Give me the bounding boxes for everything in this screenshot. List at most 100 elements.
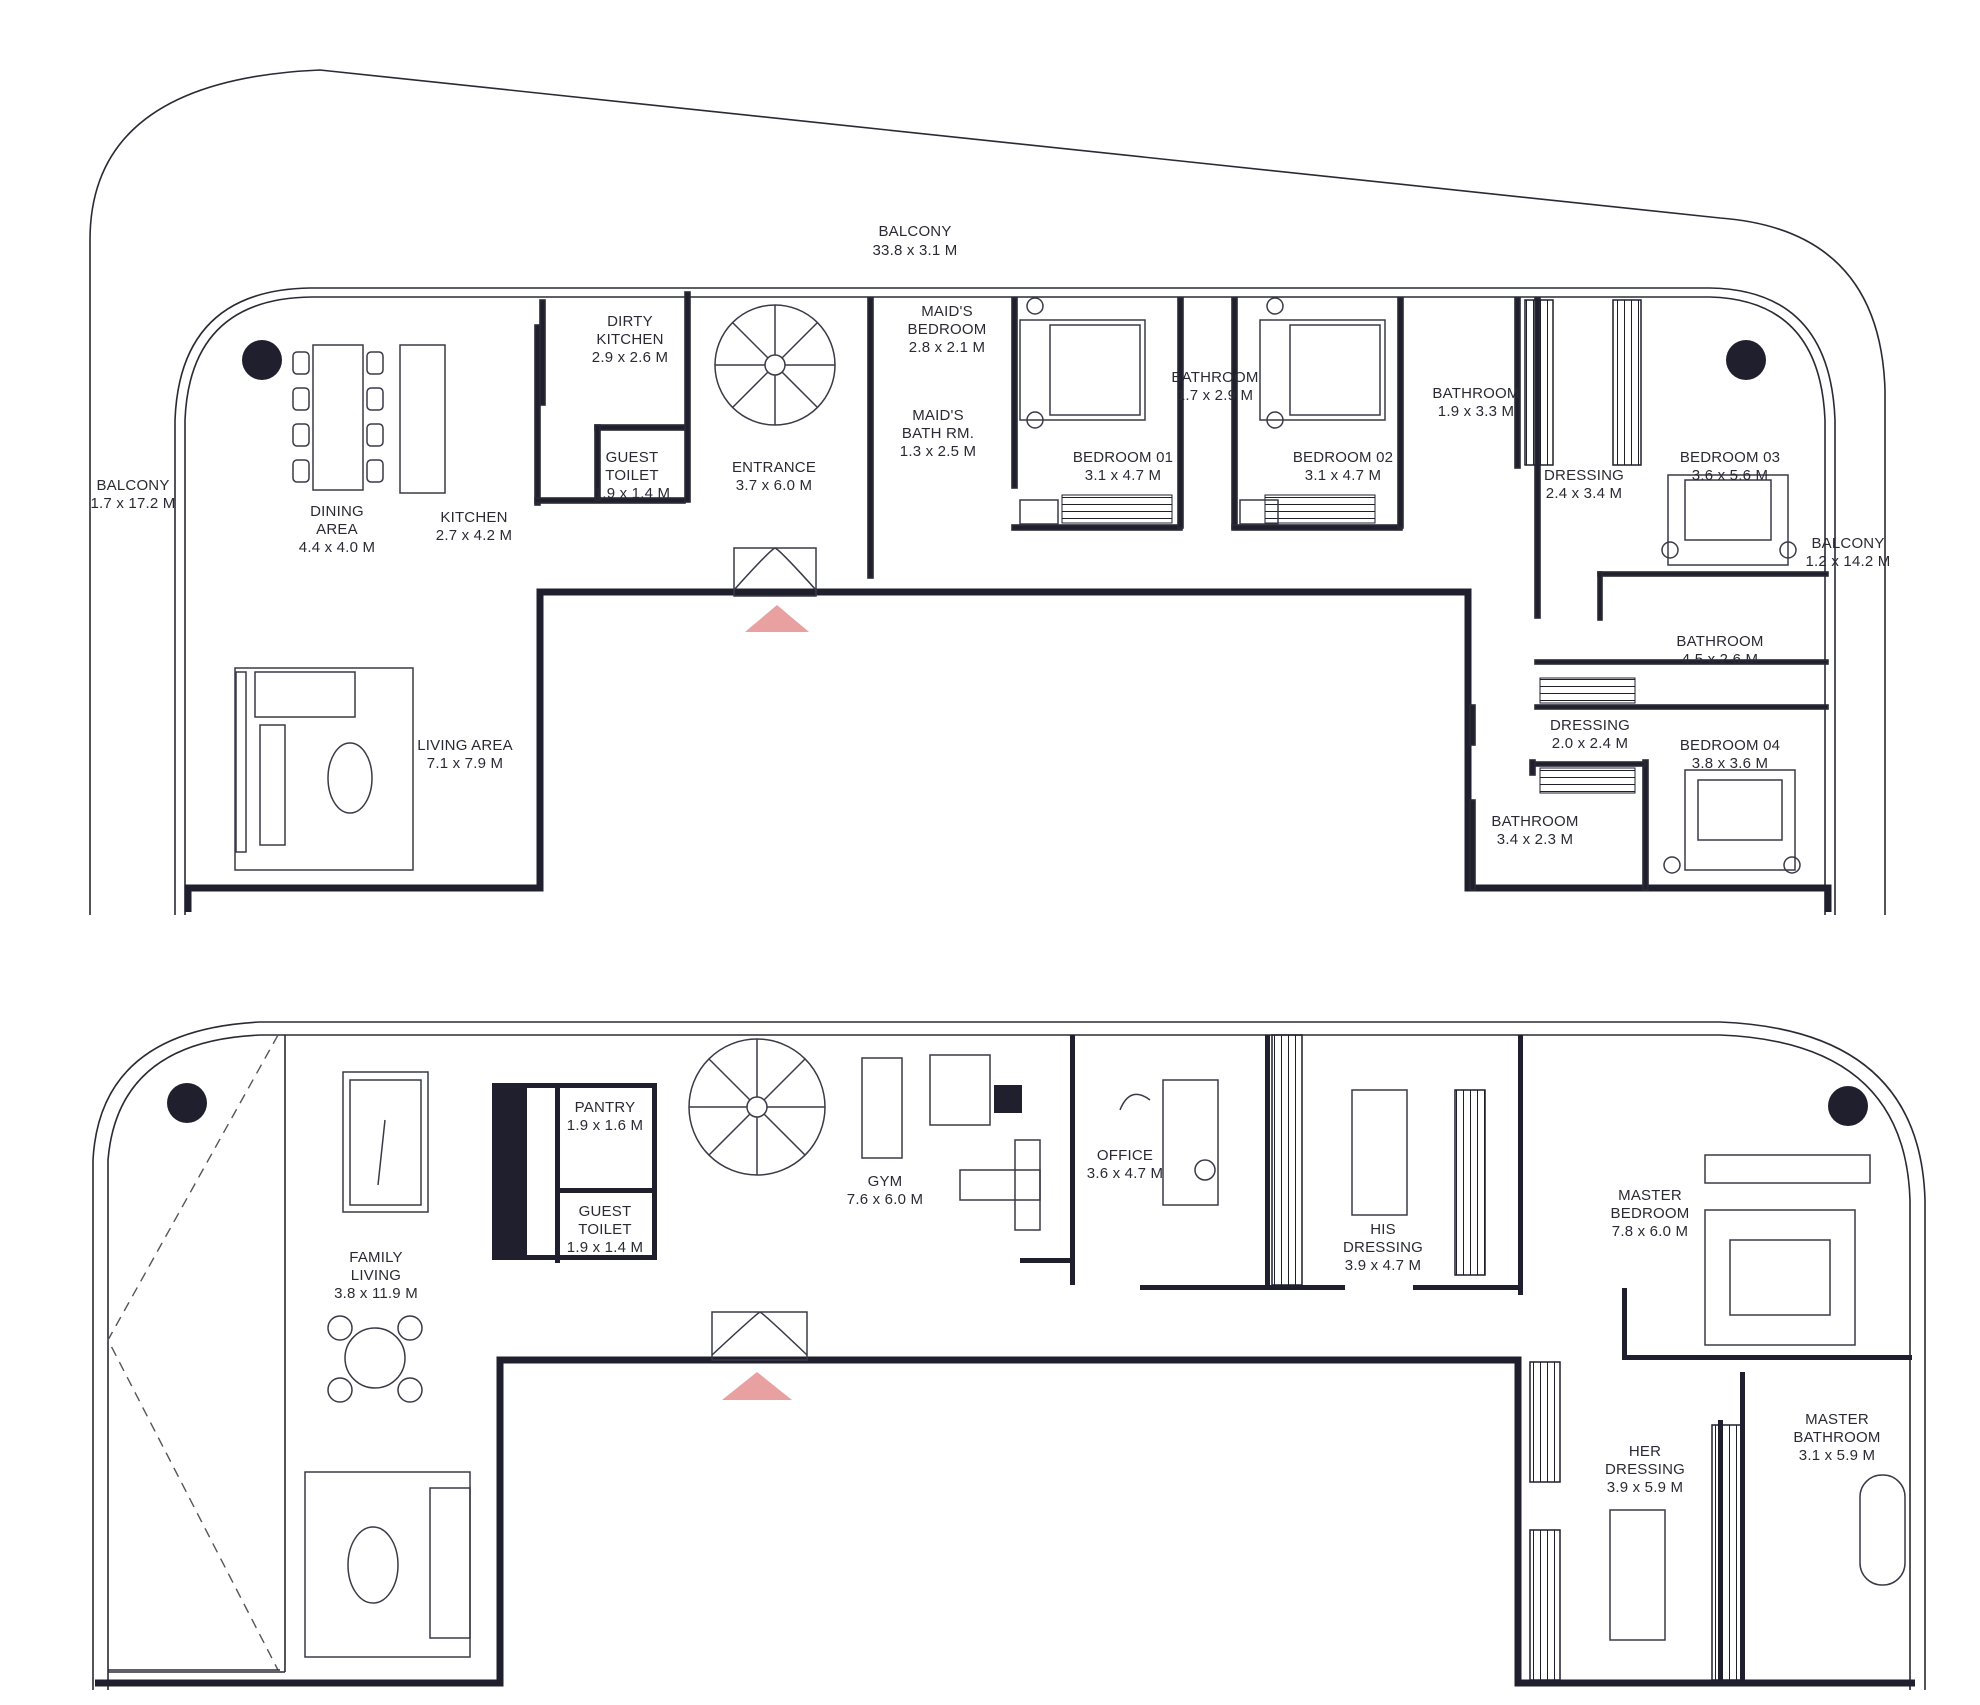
label-bedroom-01: BEDROOM 01 bbox=[1073, 449, 1173, 466]
interior-perimeter-wall bbox=[174, 287, 1836, 915]
label-bathroom-a: BATHROOM bbox=[1171, 369, 1258, 386]
column bbox=[242, 340, 282, 380]
label-entrance: ENTRANCE bbox=[732, 459, 816, 476]
label-guest-toilet: GUEST bbox=[606, 449, 659, 466]
bed-icon bbox=[1259, 297, 1386, 429]
balcony-outline bbox=[89, 69, 1886, 915]
svg-text:BATH RM.: BATH RM. bbox=[902, 425, 974, 442]
label-bedroom-04: BEDROOM 04 bbox=[1680, 737, 1780, 754]
label-dressing-a: DRESSING bbox=[1544, 467, 1624, 484]
lower-floor-plan bbox=[92, 1021, 1926, 1690]
sofa-icon bbox=[304, 1471, 471, 1658]
label-pantry: PANTRY bbox=[575, 1099, 636, 1116]
svg-text:33.8 x 3.1 M: 33.8 x 3.1 M bbox=[873, 242, 958, 259]
svg-text:DRESSING: DRESSING bbox=[1343, 1239, 1423, 1256]
svg-text:7.1 x 7.9 M: 7.1 x 7.9 M bbox=[427, 755, 503, 772]
column bbox=[1726, 340, 1766, 380]
label-bathroom-b: BATHROOM bbox=[1432, 385, 1519, 402]
svg-text:3.8 x 3.6 M: 3.8 x 3.6 M bbox=[1692, 755, 1768, 772]
label-office: OFFICE bbox=[1097, 1147, 1153, 1164]
svg-text:LIVING: LIVING bbox=[351, 1267, 401, 1284]
svg-text:BEDROOM: BEDROOM bbox=[908, 321, 987, 338]
round-table-icon bbox=[327, 1315, 423, 1403]
svg-text:3.9 x 4.7 M: 3.9 x 4.7 M bbox=[1345, 1257, 1421, 1274]
sofa-icon bbox=[234, 667, 414, 871]
label-dirty-kitchen: DIRTY bbox=[607, 313, 653, 330]
svg-text:1.7 x 17.2 M: 1.7 x 17.2 M bbox=[91, 495, 176, 512]
svg-text:AREA: AREA bbox=[316, 521, 358, 538]
svg-text:3.4 x 2.3 M: 3.4 x 2.3 M bbox=[1497, 831, 1573, 848]
bed-icon bbox=[1661, 474, 1797, 566]
svg-text:KITCHEN: KITCHEN bbox=[596, 331, 663, 348]
label-his-dressing: HIS bbox=[1370, 1221, 1396, 1238]
bathtub-icon bbox=[1859, 1474, 1906, 1586]
label-bathroom-c: BATHROOM bbox=[1676, 633, 1763, 650]
svg-text:TOILET: TOILET bbox=[578, 1221, 631, 1238]
upper-floor-plan bbox=[89, 69, 1886, 915]
label-balcony-top: BALCONY bbox=[878, 223, 951, 240]
label-balcony-right: BALCONY bbox=[1811, 535, 1884, 552]
svg-text:3.8 x 11.9 M: 3.8 x 11.9 M bbox=[334, 1285, 418, 1302]
label-master-bathroom: MASTER bbox=[1805, 1411, 1869, 1428]
column bbox=[1828, 1086, 1868, 1126]
svg-text:BATHROOM: BATHROOM bbox=[1793, 1429, 1880, 1446]
office-desk-icon bbox=[1119, 1079, 1219, 1206]
svg-text:1.9 x 1.6 M: 1.9 x 1.6 M bbox=[567, 1117, 643, 1134]
svg-text:4.5 x 2.6 M: 4.5 x 2.6 M bbox=[1682, 651, 1758, 668]
svg-text:3.1 x 4.7 M: 3.1 x 4.7 M bbox=[1305, 467, 1381, 484]
column bbox=[167, 1083, 207, 1123]
label-living: LIVING AREA bbox=[417, 737, 513, 754]
label-her-dressing: HER bbox=[1629, 1443, 1661, 1460]
svg-text:TOILET: TOILET bbox=[605, 467, 658, 484]
svg-text:3.1 x 4.7 M: 3.1 x 4.7 M bbox=[1085, 467, 1161, 484]
svg-text:1.9 x 1.4 M: 1.9 x 1.4 M bbox=[567, 1239, 643, 1256]
label-family-living: FAMILY bbox=[349, 1249, 402, 1266]
svg-text:2.4 x 3.4 M: 2.4 x 3.4 M bbox=[1546, 485, 1622, 502]
label-maids-bedroom: MAID'S bbox=[921, 303, 973, 320]
svg-text:3.1 x 5.9 M: 3.1 x 5.9 M bbox=[1799, 1447, 1875, 1464]
svg-text:1.2 x 14.2 M: 1.2 x 14.2 M bbox=[1806, 553, 1891, 570]
bed-icon bbox=[1019, 297, 1146, 429]
svg-text:7.6 x 6.0 M: 7.6 x 6.0 M bbox=[847, 1191, 923, 1208]
label-kitchen: KITCHEN bbox=[440, 509, 507, 526]
svg-text:1.9 x 1.4 M: 1.9 x 1.4 M bbox=[594, 485, 670, 502]
svg-text:4.4 x 4.0 M: 4.4 x 4.0 M bbox=[299, 539, 375, 556]
svg-text:1.9 x 3.3 M: 1.9 x 3.3 M bbox=[1438, 403, 1514, 420]
svg-text:BEDROOM: BEDROOM bbox=[1611, 1205, 1690, 1222]
upper-thick-wall bbox=[184, 588, 1832, 912]
dining-table-icon bbox=[292, 344, 446, 494]
dressing-island-icon bbox=[1351, 1089, 1408, 1216]
svg-text:2.7 x 4.2 M: 2.7 x 4.2 M bbox=[436, 527, 512, 544]
label-guest-toilet-2: GUEST bbox=[579, 1203, 632, 1220]
pool-table-icon bbox=[342, 1071, 429, 1213]
svg-text:2.9 x 2.6 M: 2.9 x 2.6 M bbox=[592, 349, 668, 366]
label-bathroom-d: BATHROOM bbox=[1491, 813, 1578, 830]
room-labels: BALCONY 33.8 x 3.1 M BALCONY 1.7 x 17.2 … bbox=[91, 223, 1891, 1496]
label-dining: DINING bbox=[310, 503, 364, 520]
upper-entrance-door[interactable] bbox=[733, 547, 817, 597]
svg-text:1.7 x 2.9 M: 1.7 x 2.9 M bbox=[1177, 387, 1253, 404]
dressing-island-icon bbox=[1609, 1509, 1666, 1641]
gym-equipment-icon bbox=[861, 1054, 1041, 1231]
label-bedroom-02: BEDROOM 02 bbox=[1293, 449, 1393, 466]
lower-thick-wall bbox=[95, 1356, 1915, 1687]
bed-icon bbox=[1663, 769, 1801, 874]
label-bedroom-03: BEDROOM 03 bbox=[1680, 449, 1780, 466]
spiral-staircase-icon bbox=[714, 304, 836, 426]
lower-entrance-door[interactable] bbox=[711, 1311, 808, 1361]
label-dressing-b: DRESSING bbox=[1550, 717, 1630, 734]
svg-text:3.7 x 6.0 M: 3.7 x 6.0 M bbox=[736, 477, 812, 494]
svg-text:7.8 x 6.0 M: 7.8 x 6.0 M bbox=[1612, 1223, 1688, 1240]
bed-icon bbox=[1704, 1154, 1871, 1346]
svg-text:3.6 x 5.6 M: 3.6 x 5.6 M bbox=[1692, 467, 1768, 484]
label-balcony-left: BALCONY bbox=[96, 477, 169, 494]
entrance-marker-icon bbox=[722, 1372, 792, 1400]
lower-outline bbox=[92, 1021, 1926, 1690]
svg-text:DRESSING: DRESSING bbox=[1605, 1461, 1685, 1478]
label-master-bedroom: MASTER bbox=[1618, 1187, 1682, 1204]
svg-text:2.8 x 2.1 M: 2.8 x 2.1 M bbox=[909, 339, 985, 356]
label-maids-bath: MAID'S bbox=[912, 407, 964, 424]
svg-text:2.0 x 2.4 M: 2.0 x 2.4 M bbox=[1552, 735, 1628, 752]
entrance-marker-icon bbox=[745, 605, 809, 632]
